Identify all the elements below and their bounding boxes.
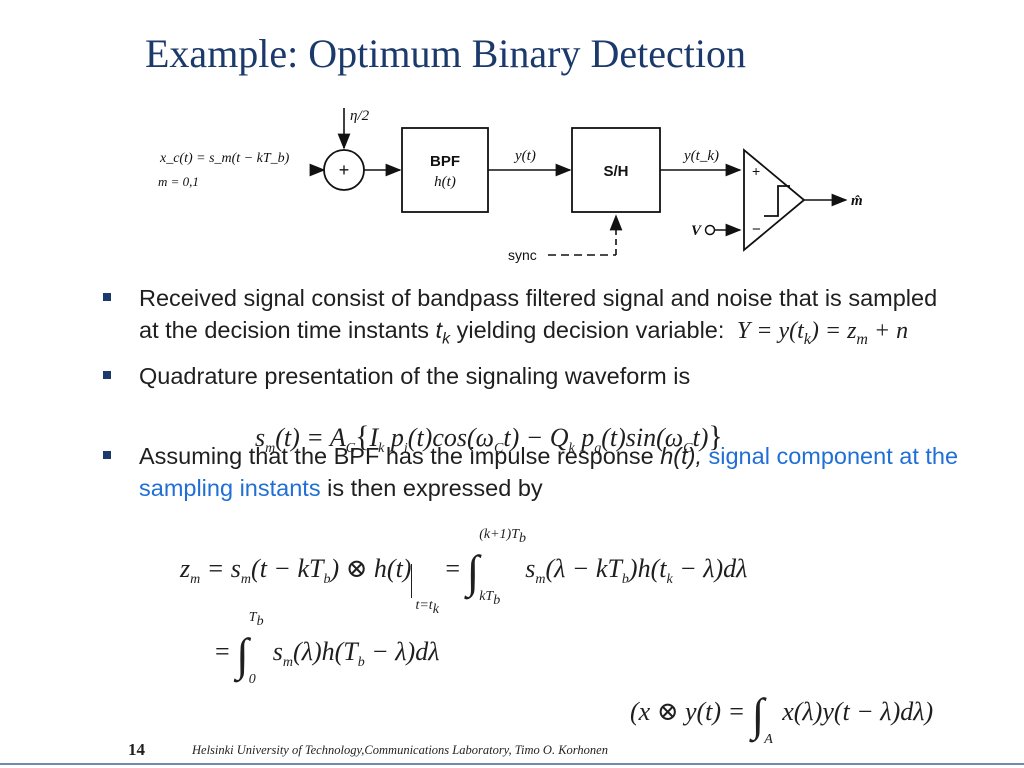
sample-hold-block [571,127,661,213]
sh-label: S/H [603,163,628,180]
bpf-label: BPF [430,153,460,170]
slide-footer: 14 Helsinki University of Technology,Com… [0,736,1024,768]
bullet-text-tail: is then expressed by [327,474,543,501]
y-tk-label: y(t_k) [682,148,719,164]
step-symbol [764,185,790,217]
bullet-marker [103,293,111,301]
bullet-bpf-response: Assuming that the BPF has the impulse re… [103,440,963,504]
comparator-plus: + [752,163,760,179]
bullet-marker [103,450,111,459]
m-values-label: m = 0,1 [158,174,199,189]
input-signal-label: x_c(t) = s_m(t − kT_b) [159,151,290,166]
threshold-label: V [691,223,703,239]
bullet-text: Assuming that the BPF has the impulse re… [139,442,654,469]
bullet-marker [103,370,111,379]
y-t-label: y(t) [513,148,536,164]
bullet-text: Received signal consist of bandpass filt… [139,285,938,343]
comparator-block [743,148,806,252]
bullet-text-tail: yielding decision variable: [456,317,725,343]
threshold-terminal [704,224,716,236]
output-label: m̂ [851,193,863,209]
noise-label: η/2 [350,108,370,124]
footer-line [0,763,1024,765]
bullet-highlight: signal component at the sampling instant… [139,442,959,501]
quadrature-equation: sm(t) = AC{Ik pi(t)cos(ωCt) − Qk pq(t)si… [255,420,723,457]
slide-title: Example: Optimum Binary Detection [145,31,746,76]
bullet-text: Quadrature presentation of the signaling… [139,362,691,389]
bpf-h-label: h(t) [434,174,456,190]
input-label: x_c(t) = s_m(t − kT_b) m = 0,1 [158,151,290,189]
footer-affiliation: Helsinki University of Technology,Commun… [192,743,608,757]
bullet-h-t: h(t), [660,442,702,469]
sync-label: sync [508,247,537,263]
bullet-list: Received signal consist of bandpass filt… [103,282,963,504]
bullet-tk: tk [435,317,451,348]
comparator-minus: − [752,221,761,238]
bullet-received-signal: Received signal consist of bandpass filt… [103,282,963,356]
adder-plus: + [339,160,350,180]
bullet-quadrature: Quadrature presentation of the signaling… [103,360,963,392]
block-diagram: x_c(t) = s_m(t − kT_b) m = 0,1 η/2 + BPF… [158,108,863,263]
decision-variable-equation: Y = y(tk) = zm + n [736,318,909,348]
bpf-block [401,127,489,213]
page-number: 14 [128,740,145,759]
